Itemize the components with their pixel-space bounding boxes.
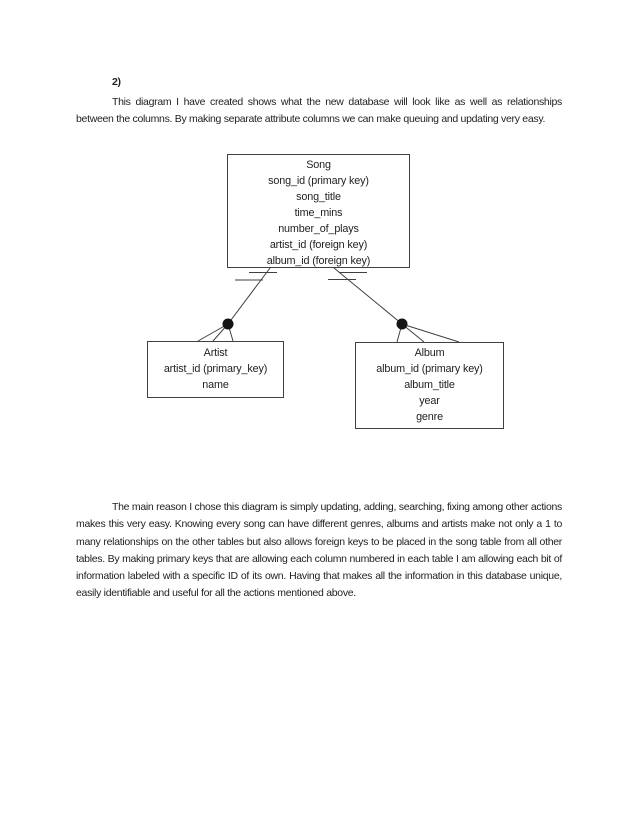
entity-attribute: time_mins: [294, 207, 343, 219]
cardinality-many-circle-icon: [222, 318, 234, 330]
entity-artist: Artist artist_id (primary_key) name: [147, 341, 284, 398]
crow-foot-prong: [197, 323, 229, 342]
entity-attribute: genre: [416, 411, 443, 423]
relationship-line: [227, 267, 271, 325]
entity-attribute: song_id (primary key): [268, 175, 369, 187]
connector-song-album: [328, 267, 460, 343]
entity-attribute: song_title: [296, 191, 341, 203]
entity-song-title: Song: [306, 159, 331, 171]
entity-album: Album album_id (primary key) album_title…: [355, 342, 504, 429]
entity-attribute: album_title: [404, 379, 455, 391]
entity-attribute: number_of_plays: [278, 223, 359, 235]
section-number: 2): [112, 76, 121, 88]
entity-attribute: album_id (primary key): [376, 363, 483, 375]
entity-artist-title: Artist: [203, 347, 228, 359]
cardinality-many-circle-icon: [396, 318, 408, 330]
paragraph-intro: This diagram I have created shows what t…: [76, 96, 562, 126]
entity-attribute: album_id (foreign key): [266, 255, 371, 267]
entity-attribute: artist_id (foreign key): [269, 239, 368, 251]
entity-attribute: name: [202, 379, 229, 391]
entity-album-title: Album: [414, 347, 445, 359]
connector-song-artist: [197, 267, 277, 342]
crow-foot-prong: [401, 323, 460, 343]
relationship-line: [333, 267, 403, 325]
entity-attribute: artist_id (primary_key): [163, 363, 268, 375]
paragraph-reasoning: The main reason I chose this diagram is …: [76, 501, 562, 600]
entity-song: Song song_id (primary key) song_title ti…: [227, 154, 410, 268]
entity-attribute: year: [419, 395, 440, 407]
